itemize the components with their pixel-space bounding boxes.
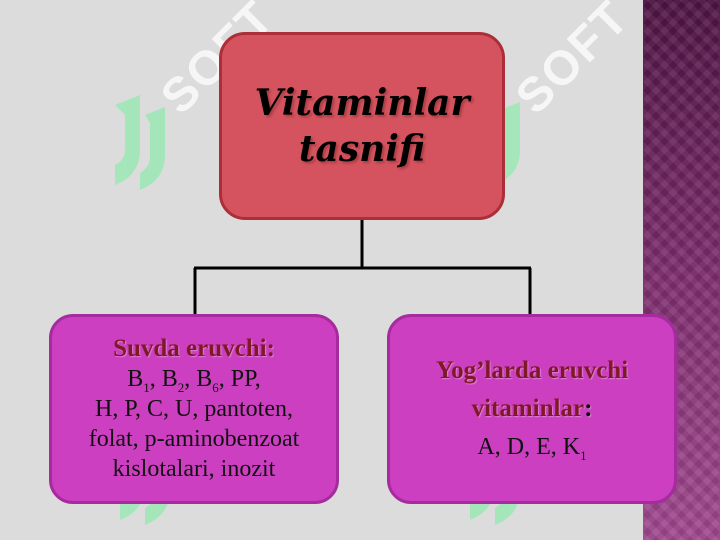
- water-soluble-node: Suvda eruvchi: B1, B2, B6, PP, H, P, C, …: [49, 314, 339, 504]
- water-soluble-line-3: folat, p-aminobenzoat: [88, 426, 300, 452]
- fat-soluble-node: Yog’larda eruvchi vitaminlar: A, D, E, K…: [387, 314, 677, 504]
- fat-soluble-line-1: A, D, E, K1: [477, 434, 587, 463]
- water-soluble-line-1: B1, B2, B6, PP,: [127, 366, 261, 395]
- water-soluble-line-2: H, P, C, U, pantoten,: [95, 396, 293, 422]
- watermark-logo-icon: [115, 95, 165, 190]
- root-title-line1: Vitaminlar: [254, 82, 470, 124]
- root-node: Vitaminlar tasnifi: [219, 32, 505, 220]
- water-soluble-line-4: kislotalari, inozit: [112, 456, 276, 482]
- fat-soluble-heading-line1: Yog’larda eruvchi: [435, 357, 629, 384]
- root-title-line2: tasnifi: [298, 128, 426, 170]
- fat-soluble-heading-line2: vitaminlar:: [471, 395, 593, 422]
- water-soluble-heading: Suvda eruvchi:: [113, 335, 275, 362]
